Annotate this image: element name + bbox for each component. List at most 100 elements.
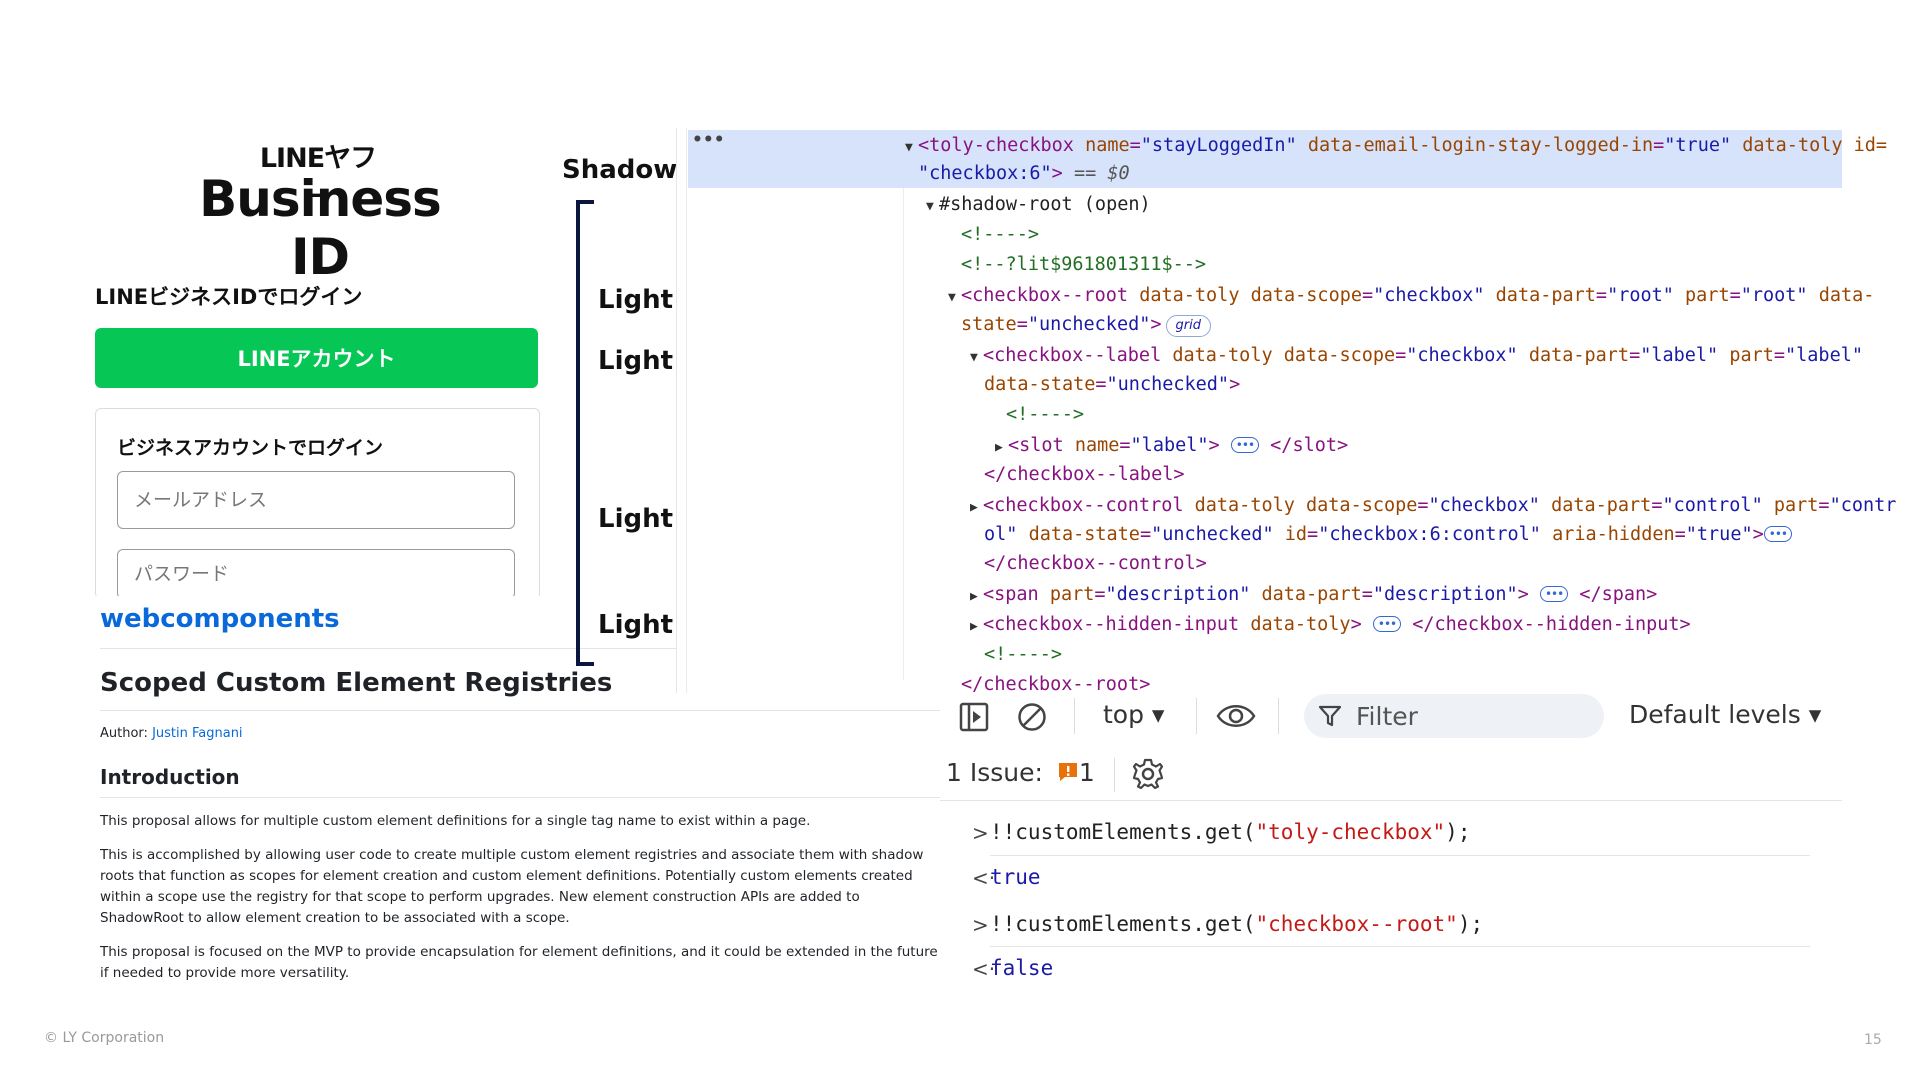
section-heading-introduction: Introduction xyxy=(100,765,240,789)
expand-triangle-icon[interactable]: ▶ xyxy=(970,619,978,634)
issues-counter[interactable]: 1 Issue: 1 xyxy=(946,758,1095,787)
divider xyxy=(100,648,940,649)
email-field[interactable] xyxy=(117,471,515,529)
dom-node-checkbox-hidden-input[interactable]: ▶<checkbox--hidden-input data-toly> ••• … xyxy=(970,613,1691,639)
dom-node-checkbox-control[interactable]: ▶<checkbox--control data-toly data-scope… xyxy=(970,494,1896,520)
toolbar-divider xyxy=(1278,698,1279,734)
attr-name: part xyxy=(1773,495,1819,516)
toolbar-divider xyxy=(1074,698,1075,734)
panel-gutter xyxy=(676,128,677,693)
attr-value: "checkbox" xyxy=(1406,345,1518,366)
comment-node[interactable]: <!----> xyxy=(984,644,1062,665)
console-output-2[interactable]: false xyxy=(990,956,1054,980)
expand-triangle-icon[interactable]: ▼ xyxy=(905,140,913,155)
dom-node-span-description[interactable]: ▶<span part="description" data-part="des… xyxy=(970,583,1657,609)
closing-tag[interactable]: </checkbox--label> xyxy=(984,464,1185,485)
eye-icon[interactable] xyxy=(1216,699,1256,733)
attr-name: part xyxy=(1685,285,1730,306)
indent-guide xyxy=(903,180,904,680)
attr-name: state xyxy=(961,314,1017,335)
expand-triangle-icon[interactable]: ▼ xyxy=(926,199,934,214)
attr-value: "unchecked" xyxy=(1027,314,1151,335)
expand-triangle-icon[interactable]: ▼ xyxy=(970,350,978,365)
string-literal: "checkbox--root" xyxy=(1255,912,1458,936)
dom-node-toly-checkbox[interactable]: ▼<toly-checkbox name="stayLoggedIn" data… xyxy=(905,134,1887,160)
attr-value: "checkbox:6" xyxy=(918,163,1052,184)
shadow-root-node[interactable]: ▼ #shadow-root (open) xyxy=(926,193,1151,219)
expand-triangle-icon[interactable]: ▶ xyxy=(970,589,978,604)
attr-name: data-toly xyxy=(1742,135,1843,156)
dom-node-checkbox-root[interactable]: ▼<checkbox--root data-toly data-scope="c… xyxy=(948,284,1874,310)
expand-triangle-icon[interactable]: ▶ xyxy=(970,500,978,515)
dom-node-checkbox-control-cont: ol" data-state="unchecked" id="checkbox:… xyxy=(984,523,1792,547)
proposal-author: Author: Justin Fagnani xyxy=(100,726,243,741)
collapsed-ellipsis-icon[interactable]: ••• xyxy=(1372,616,1402,632)
attr-name: part xyxy=(1729,345,1774,366)
attr-value: "label" xyxy=(1640,345,1719,366)
attr-name: data-scope xyxy=(1250,285,1362,306)
context-selector[interactable]: top ▾ xyxy=(1103,700,1165,729)
collapsed-ellipsis-icon[interactable]: ••• xyxy=(1763,526,1792,542)
dom-node-checkbox-label-cont: data-state="unchecked"> xyxy=(984,374,1241,395)
output-return-icon: <· xyxy=(972,866,996,890)
code-text: ); xyxy=(1457,912,1484,936)
console-filter-input[interactable] xyxy=(1304,694,1604,738)
attr-value: "control" xyxy=(1662,495,1763,516)
closing-tag[interactable]: </checkbox--root> xyxy=(961,674,1151,695)
expand-triangle-icon[interactable]: ▼ xyxy=(948,290,956,305)
proposal-paragraph-2: This is accomplished by allowing user co… xyxy=(100,847,924,926)
console-divider xyxy=(990,946,1810,947)
console-input-2[interactable]: !!customElements.get("checkbox--root"); xyxy=(990,912,1483,936)
webcomponents-site-title[interactable]: webcomponents xyxy=(100,604,340,634)
devtools-elements-panel xyxy=(676,128,1842,693)
attr-value: "checkbox:6:control" xyxy=(1318,524,1541,545)
dom-node-checkbox-label[interactable]: ▼<checkbox--label data-toly data-scope="… xyxy=(970,344,1863,370)
toolbar-divider xyxy=(1196,698,1197,734)
console-input-1[interactable]: !!customElements.get("toly-checkbox"); xyxy=(990,820,1470,844)
log-levels-dropdown[interactable]: Default levels ▾ xyxy=(1629,700,1822,729)
selected-ref: == $0 xyxy=(1073,163,1130,184)
tag-name: <toly-checkbox xyxy=(918,135,1074,156)
attr-value: "unchecked" xyxy=(1106,374,1230,395)
tag-close: > xyxy=(1150,314,1162,335)
attr-name: part xyxy=(1049,584,1095,605)
comment-node[interactable]: <!----> xyxy=(1006,404,1084,425)
dom-node-slot[interactable]: ▶<slot name="label"> ••• </slot> xyxy=(995,434,1348,460)
dom-node-checkbox-root-cont: state="unchecked">grid xyxy=(961,313,1211,337)
attr-value: "stayLoggedIn" xyxy=(1140,135,1297,156)
divider xyxy=(100,797,940,798)
comment-node[interactable]: <!----> xyxy=(961,224,1039,245)
attr-name: data-part xyxy=(1261,584,1362,605)
code-text: !!customElements.get( xyxy=(990,820,1256,844)
attr-name: data- xyxy=(1818,285,1875,306)
closing-tag[interactable]: </checkbox--control> xyxy=(984,553,1207,574)
console-output-1[interactable]: true xyxy=(990,865,1041,889)
collapsed-ellipsis-icon[interactable]: ••• xyxy=(1230,437,1260,453)
toolbar-divider xyxy=(1114,758,1115,792)
collapsed-ellipsis-icon[interactable]: ••• xyxy=(1539,586,1569,602)
sidebar-toggle-icon[interactable] xyxy=(958,701,990,733)
tag-name: </span> xyxy=(1579,584,1658,605)
screenshot-crop-edge xyxy=(95,596,575,610)
shadow-root-label: #shadow-root (open) xyxy=(939,194,1151,215)
line-account-login-button[interactable]: LINEアカウント xyxy=(95,328,538,388)
filter-icon xyxy=(1318,705,1342,727)
tag-close: > xyxy=(1752,524,1764,545)
brand-logo-business-id: Business ID xyxy=(199,170,442,286)
expand-triangle-icon[interactable]: ▶ xyxy=(995,440,1003,455)
grid-badge[interactable]: grid xyxy=(1165,315,1211,337)
comment-node[interactable]: <!--?lit$961801311$--> xyxy=(961,254,1207,275)
password-field[interactable] xyxy=(117,549,515,599)
node-menu-icon[interactable]: ••• xyxy=(692,130,725,150)
brand-logo-line-yahoo: LINEヤフー xyxy=(259,143,377,213)
settings-gear-icon[interactable] xyxy=(1131,757,1165,791)
author-link[interactable]: Justin Fagnani xyxy=(152,726,243,741)
divider xyxy=(100,710,940,711)
console-divider xyxy=(940,800,1842,801)
copyright: © LY Corporation xyxy=(44,1030,165,1046)
attr-name: data-state xyxy=(1028,524,1140,545)
attr-name: id= xyxy=(1853,135,1888,156)
clear-console-icon[interactable] xyxy=(1016,701,1048,733)
proposal-paragraph-1: This proposal allows for multiple custom… xyxy=(100,813,811,829)
page-number: 15 xyxy=(1864,1032,1882,1048)
